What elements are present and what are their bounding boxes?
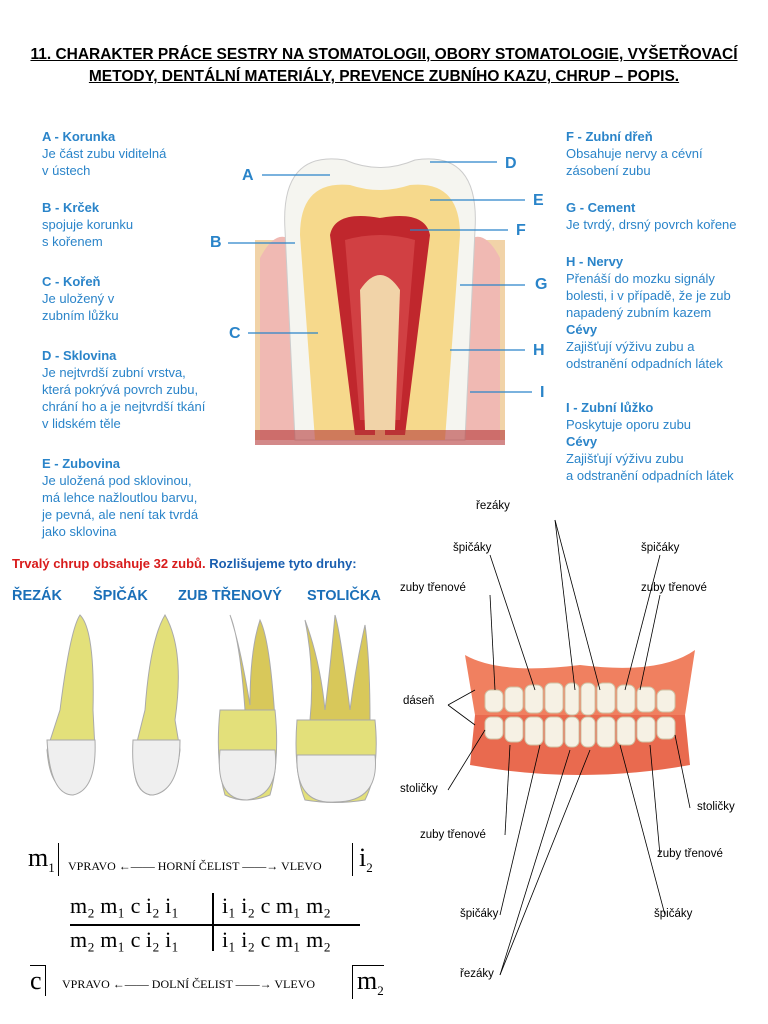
formula-bottom-right: m2 [352,965,384,1000]
label-trenove-bottom-left: zuby třenové [420,829,486,841]
formula-top-right: i2 [352,843,373,877]
permanent-types-intro: Rozlišujeme tyto druhy: [205,556,357,571]
formula-lower-jaw-line: VPRAVO ←—— DOLNÍ ČELIST ——→ VLEVO [62,977,316,991]
diagram-letter-i: I [540,384,545,401]
label-rezaky-top: řezáky [476,500,510,512]
formula-bottom-left: c [30,965,46,996]
label-spicaky-left: špičáky [453,542,492,554]
page-title: 11. CHARAKTER PRÁCE SESTRY NA STOMATOLOG… [30,46,738,85]
diagram-letter-d: D [505,155,517,172]
diagram-letter-b: B [210,234,222,251]
diagram-letter-g: G [535,276,548,293]
label-spicaky-bottom-right: špičáky [654,908,693,920]
diagram-letter-a: A [242,167,254,184]
diagram-letter-f: F [516,222,526,239]
formula-horizontal-rule [70,924,360,926]
formula-upper-row-left: m₂ m₁ c i₂ i₁ [70,893,179,918]
tooth-diagram [255,158,505,445]
label-stolicky-right: stoličky [697,801,735,813]
tooth-type-trenovy: ZUB TŘENOVÝ [178,588,282,604]
formula-upper-jaw-line: VPRAVO ←—— HORNÍ ČELIST ——→ VLEVO [68,859,322,873]
permanent-count: Trvalý chrup obsahuje 32 zubů. [12,556,206,571]
tooth-type-spicak: ŠPIČÁK [93,588,148,604]
formula-top-left: m1 [28,843,59,877]
tooth-type-stolicka: STOLIČKA [307,588,381,604]
tooth-type-rezak: ŘEZÁK [12,588,62,604]
formula-upper-row-right: i₁ i₂ c m₁ m₂ [222,893,331,918]
label-stolicky-left: stoličky [400,783,438,795]
label-trenove-bottom-right: zuby třenové [657,848,723,860]
label-spicaky-bottom-left: špičáky [460,908,499,920]
diagram-letter-e: E [533,192,544,209]
dentition-illustration [465,650,695,775]
formula-vertical-rule [212,893,214,951]
label-dasen: dáseň [403,695,435,707]
diagram-letter-c: C [229,325,241,342]
label-trenove-right: zuby třenové [641,582,707,594]
formula-lower-row-right: i₁ i₂ c m₁ m₂ [222,927,331,952]
label-trenove-left: zuby třenové [400,582,466,594]
label-spicaky-right: špičáky [641,542,680,554]
permanent-dentition-text: Trvalý chrup obsahuje 32 zubů. Rozlišuje… [12,556,357,571]
formula-lower-row-left: m₂ m₁ c i₂ i₁ [70,927,179,952]
tooth-type-images [46,614,377,803]
label-rezaky-bottom: řezáky [460,968,494,980]
diagram-letter-h: H [533,342,545,359]
